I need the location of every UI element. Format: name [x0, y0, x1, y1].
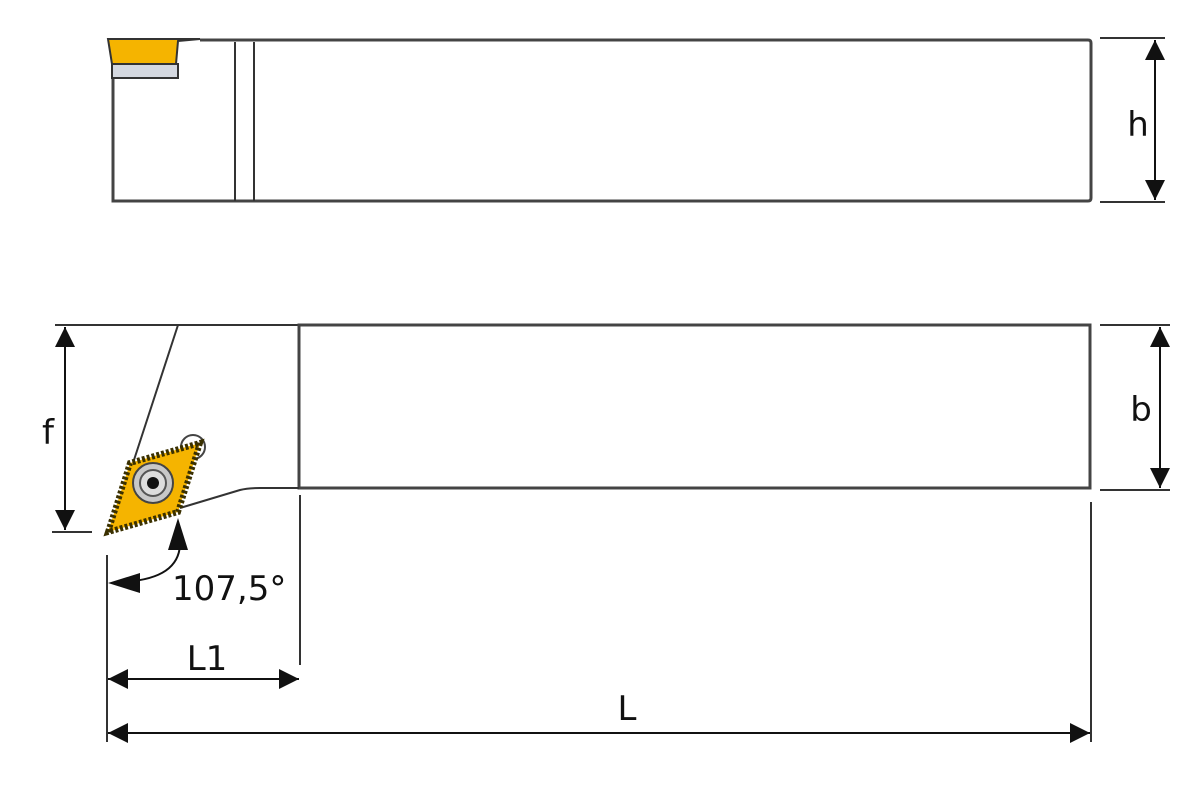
label-h: h	[1127, 105, 1149, 145]
label-f: f	[42, 413, 55, 453]
dimension-l1: L1	[106, 495, 301, 742]
dimension-f: f	[36, 327, 92, 533]
dimension-l: L	[108, 502, 1092, 743]
label-l: L	[618, 689, 637, 729]
shank-outline-side	[111, 38, 1093, 203]
label-l1: L1	[187, 639, 228, 679]
shim-side	[111, 63, 179, 79]
shank-outline-top	[297, 323, 1092, 490]
dimension-h: h	[1100, 37, 1165, 203]
head-edge	[132, 324, 179, 464]
dimension-angle: 107,5°	[108, 518, 286, 609]
label-angle: 107,5°	[172, 569, 286, 609]
top-view	[55, 323, 1092, 537]
dimension-b: b	[1100, 324, 1170, 491]
label-b: b	[1130, 390, 1152, 430]
head-edge-bottom	[179, 487, 299, 509]
insert-side	[106, 38, 201, 65]
side-view	[106, 38, 1093, 203]
torx-icon	[147, 477, 159, 489]
